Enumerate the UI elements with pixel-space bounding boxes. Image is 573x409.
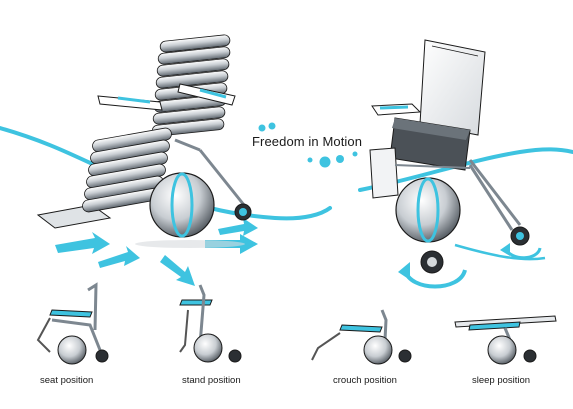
variant-seat xyxy=(36,282,109,365)
wheelchair-hero-right xyxy=(369,39,542,289)
rotation-arrow-icon xyxy=(503,247,542,260)
direction-arrows-icon xyxy=(55,218,258,286)
wheelchair-hero-left xyxy=(36,34,258,286)
variant-crouch xyxy=(311,309,412,365)
wave-swoosh-right xyxy=(358,147,573,192)
caption-crouch-position: crouch position xyxy=(333,375,397,386)
variant-stand xyxy=(179,284,242,363)
caption-stand-position: stand position xyxy=(182,375,241,386)
variant-sleep xyxy=(454,315,557,365)
bubbles-decoration xyxy=(258,122,358,168)
title-text: Freedom in Motion xyxy=(252,134,363,149)
caption-seat-position: seat position xyxy=(40,375,94,386)
caption-sleep-position: sleep position xyxy=(472,375,531,386)
